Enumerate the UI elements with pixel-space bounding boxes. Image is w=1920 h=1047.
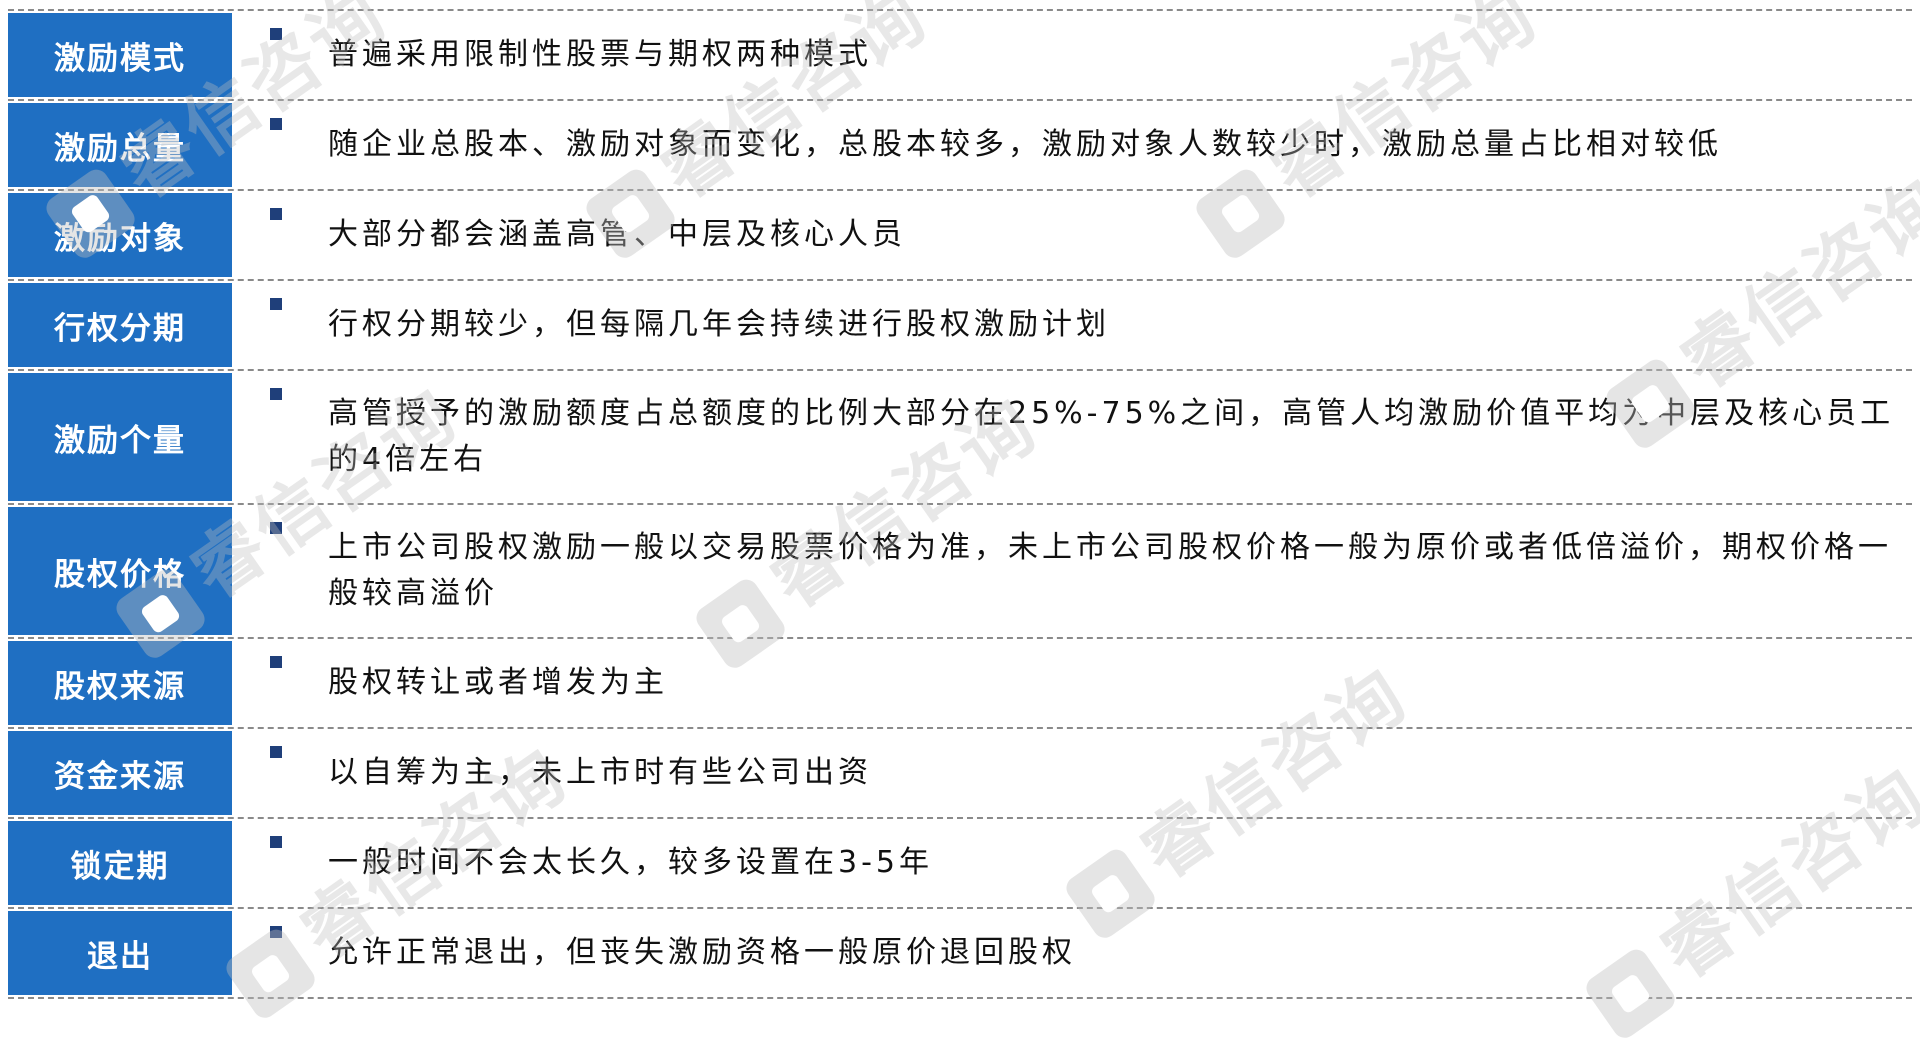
table-row: 锁定期 一般时间不会太长久，较多设置在3-5年 bbox=[8, 819, 1912, 909]
square-bullet-icon bbox=[270, 118, 282, 130]
table-row: 激励模式 普遍采用限制性股票与期权两种模式 bbox=[8, 11, 1912, 101]
incentive-table: 激励模式 普遍采用限制性股票与期权两种模式 激励总量 随企业总股本、激励对象而变… bbox=[8, 9, 1912, 999]
square-bullet-icon bbox=[270, 28, 282, 40]
square-bullet-icon bbox=[270, 522, 282, 534]
table-row: 激励总量 随企业总股本、激励对象而变化，总股本较多，激励对象人数较少时，激励总量… bbox=[8, 101, 1912, 191]
row-text: 允许正常退出，但丧失激励资格一般原价退回股权 bbox=[328, 935, 1076, 970]
row-content: 随企业总股本、激励对象而变化，总股本较多，激励对象人数较少时，激励总量占比相对较… bbox=[232, 101, 1912, 189]
row-content: 股权转让或者增发为主 bbox=[232, 639, 1912, 727]
row-text: 上市公司股权激励一般以交易股票价格为准，未上市公司股权价格一般为原价或者低倍溢价… bbox=[328, 530, 1892, 611]
row-label: 行权分期 bbox=[8, 283, 232, 367]
row-content: 上市公司股权激励一般以交易股票价格为准，未上市公司股权价格一般为原价或者低倍溢价… bbox=[232, 505, 1912, 637]
row-text: 大部分都会涵盖高管、中层及核心人员 bbox=[328, 217, 906, 252]
table-row: 股权价格 上市公司股权激励一般以交易股票价格为准，未上市公司股权价格一般为原价或… bbox=[8, 505, 1912, 639]
row-content: 普遍采用限制性股票与期权两种模式 bbox=[232, 11, 1912, 99]
row-content: 高管授予的激励额度占总额度的比例大部分在25%-75%之间，高管人均激励价值平均… bbox=[232, 371, 1912, 503]
row-label: 股权价格 bbox=[8, 507, 232, 635]
row-content: 允许正常退出，但丧失激励资格一般原价退回股权 bbox=[232, 909, 1912, 997]
row-text: 股权转让或者增发为主 bbox=[328, 665, 668, 700]
row-label: 激励模式 bbox=[8, 13, 232, 97]
row-text: 行权分期较少，但每隔几年会持续进行股权激励计划 bbox=[328, 307, 1110, 342]
row-text: 普遍采用限制性股票与期权两种模式 bbox=[328, 37, 872, 72]
row-text: 以自筹为主，未上市时有些公司出资 bbox=[328, 755, 872, 790]
row-content: 一般时间不会太长久，较多设置在3-5年 bbox=[232, 819, 1912, 907]
row-label: 退出 bbox=[8, 911, 232, 995]
table-row: 行权分期 行权分期较少，但每隔几年会持续进行股权激励计划 bbox=[8, 281, 1912, 371]
row-label: 激励个量 bbox=[8, 373, 232, 501]
square-bullet-icon bbox=[270, 208, 282, 220]
row-content: 大部分都会涵盖高管、中层及核心人员 bbox=[232, 191, 1912, 279]
row-text: 高管授予的激励额度占总额度的比例大部分在25%-75%之间，高管人均激励价值平均… bbox=[328, 396, 1895, 477]
square-bullet-icon bbox=[270, 388, 282, 400]
square-bullet-icon bbox=[270, 656, 282, 668]
row-label: 资金来源 bbox=[8, 731, 232, 815]
row-label: 激励对象 bbox=[8, 193, 232, 277]
square-bullet-icon bbox=[270, 746, 282, 758]
square-bullet-icon bbox=[270, 836, 282, 848]
row-content: 以自筹为主，未上市时有些公司出资 bbox=[232, 729, 1912, 817]
row-content: 行权分期较少，但每隔几年会持续进行股权激励计划 bbox=[232, 281, 1912, 369]
square-bullet-icon bbox=[270, 298, 282, 310]
table-row: 股权来源 股权转让或者增发为主 bbox=[8, 639, 1912, 729]
table-row: 激励个量 高管授予的激励额度占总额度的比例大部分在25%-75%之间，高管人均激… bbox=[8, 371, 1912, 505]
row-label: 股权来源 bbox=[8, 641, 232, 725]
row-label: 锁定期 bbox=[8, 821, 232, 905]
square-bullet-icon bbox=[270, 926, 282, 938]
table-row: 资金来源 以自筹为主，未上市时有些公司出资 bbox=[8, 729, 1912, 819]
row-text: 随企业总股本、激励对象而变化，总股本较多，激励对象人数较少时，激励总量占比相对较… bbox=[328, 127, 1722, 162]
row-label: 激励总量 bbox=[8, 103, 232, 187]
row-text: 一般时间不会太长久，较多设置在3-5年 bbox=[328, 845, 933, 880]
table-row: 退出 允许正常退出，但丧失激励资格一般原价退回股权 bbox=[8, 909, 1912, 999]
table-row: 激励对象 大部分都会涵盖高管、中层及核心人员 bbox=[8, 191, 1912, 281]
